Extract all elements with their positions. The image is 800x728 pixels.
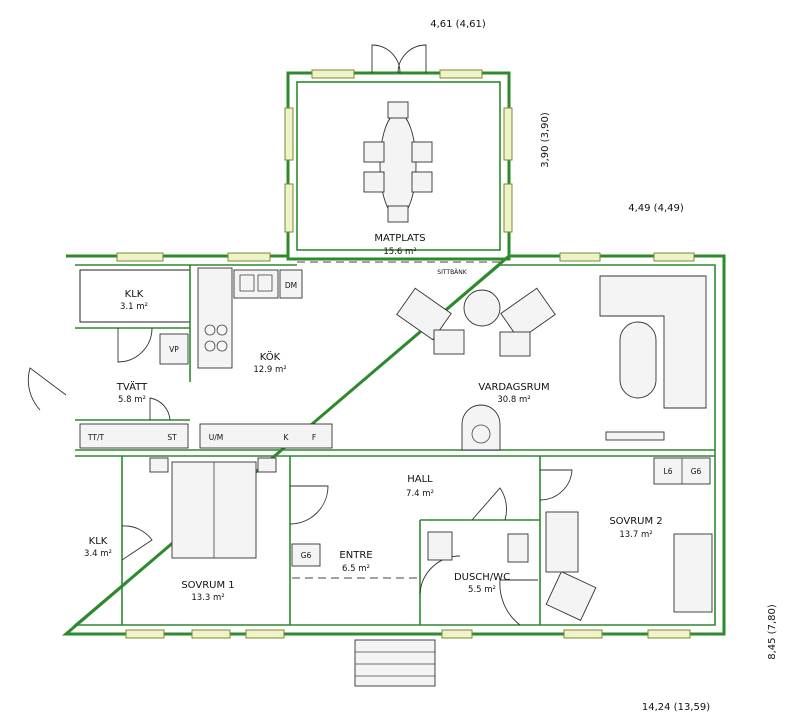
room-area: 3.4 m² <box>84 549 112 559</box>
room-name: VARDAGSRUM <box>478 382 549 393</box>
fixture-vp: VP <box>169 345 179 354</box>
dim-top-width: 4,61 (4,61) <box>430 19 486 30</box>
fixture-dm: DM <box>285 281 297 290</box>
room-vardagsrum: VARDAGSRUM 30.8 m² <box>478 382 549 405</box>
room-name: KÖK <box>260 350 281 363</box>
room-matplats: MATPLATS 15.6 m² <box>374 233 425 257</box>
dim-dining-depth: 3,90 (3,90) <box>540 112 551 168</box>
room-sovrum2: SOVRUM 2 13.7 m² <box>609 516 662 540</box>
room-area: 12.9 m² <box>253 365 286 375</box>
room-entre: ENTRE 6.5 m² <box>339 550 372 574</box>
bathroom-fixtures <box>291 531 538 626</box>
room-name: ENTRE <box>339 550 372 561</box>
room-area: 15.6 m² <box>383 247 416 257</box>
dim-total-width: 14,24 (13,59) <box>642 702 710 713</box>
dim-total-depth: 8,45 (7,80) <box>767 604 778 660</box>
living-furniture <box>396 275 707 451</box>
room-area: 7.4 m² <box>406 489 434 499</box>
fixture-labels: DM VP TT/T ST U/M K F G6 L6 G6 SITTBÄNK <box>87 269 702 560</box>
interior-walls <box>75 265 715 625</box>
dining-table <box>363 101 433 223</box>
fixture-ttt: TT/T <box>87 433 105 442</box>
fixture-st: ST <box>167 433 177 442</box>
room-area: 3.1 m² <box>120 302 148 312</box>
room-area: 30.8 m² <box>497 395 530 405</box>
fixture-k: K <box>284 433 290 442</box>
room-name: KLK <box>125 289 144 300</box>
room-sovrum1: SOVRUM 1 13.3 m² <box>181 580 234 603</box>
room-area: 5.5 m² <box>468 585 496 595</box>
kitchen-units <box>159 267 303 369</box>
room-area: 13.3 m² <box>191 593 224 603</box>
room-name: KLK <box>89 536 108 547</box>
room-area: 13.7 m² <box>619 530 652 540</box>
room-name: SOVRUM 2 <box>609 516 662 527</box>
room-duschwc: DUSCH/WC 5.5 m² <box>454 572 510 595</box>
fixture-sittbank: SITTBÄNK <box>437 269 468 276</box>
fixture-g6-entre: G6 <box>301 551 312 560</box>
room-tvatt: TVÄTT 5.8 m² <box>116 380 148 405</box>
bedroom-furniture <box>149 457 713 621</box>
room-name: MATPLATS <box>374 233 425 244</box>
windows <box>116 69 695 639</box>
dimensions: 4,61 (4,61) 3,90 (3,90) 4,49 (4,49) 8,45… <box>430 19 778 713</box>
fixture-g6-bedroom: G6 <box>691 467 702 476</box>
room-name: DUSCH/WC <box>454 572 510 583</box>
room-name: TVÄTT <box>116 380 148 393</box>
fixture-l6: L6 <box>664 467 673 476</box>
fixture-f: F <box>312 433 316 442</box>
room-area: 6.5 m² <box>342 564 370 574</box>
dim-right-offset: 4,49 (4,49) <box>628 203 684 214</box>
room-klk1: KLK 3.1 m² <box>120 289 148 312</box>
doors <box>27 44 573 687</box>
room-kok: KÖK 12.9 m² <box>253 350 286 375</box>
room-name: HALL <box>407 474 433 485</box>
fixture-um: U/M <box>209 433 224 442</box>
room-name: SOVRUM 1 <box>181 580 234 591</box>
room-hall: HALL 7.4 m² <box>406 474 434 499</box>
room-area: 5.8 m² <box>118 395 146 405</box>
room-klk2: KLK 3.4 m² <box>84 536 112 559</box>
